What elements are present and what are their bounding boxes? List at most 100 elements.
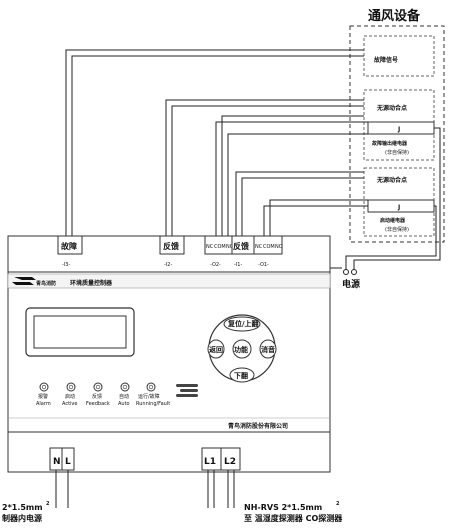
power-terminal-1: [343, 269, 349, 275]
wire-o2-com: [221, 115, 364, 236]
relay-2-symbol: J: [397, 204, 400, 211]
led-feedback-core: [95, 384, 101, 390]
terminal-o2-id: -O2-: [210, 262, 221, 268]
nav-down-label: 下翻: [234, 371, 248, 380]
logo-icon: [12, 277, 36, 285]
terminal-fault-label: 故障: [61, 241, 77, 251]
bottom-labels: 2*1.5mm 2 制器内电源 NH-RVS 2*1.5mm 2 至 温湿度探测…: [2, 501, 343, 523]
led-active-cn: 启动: [65, 393, 75, 400]
speaker-grille-icon: [176, 384, 198, 397]
led-active-core: [68, 384, 74, 390]
nav-back-button[interactable]: [207, 339, 225, 359]
terminal-n-label: N: [53, 457, 61, 467]
left-cable-spec: 2*1.5mm: [2, 503, 43, 512]
led-auto-en: Auto: [118, 401, 130, 407]
terminal-o1-id: -O1-: [258, 262, 269, 268]
fault-relay-label: 故障输出继电器: [372, 140, 408, 147]
passive-contact-2-label: 无源动合点: [376, 176, 407, 184]
left-cable-desc: 制器内电源: [2, 513, 42, 523]
wire-fault-2: [71, 55, 364, 236]
fault-signal-label: 故障信号: [374, 56, 398, 64]
terminal-o1-nc: NC: [255, 244, 263, 250]
controller-header-band: [7, 273, 331, 289]
right-cable-desc: 至 温湿度探测器 CO探测器: [244, 513, 343, 523]
nav-up-button[interactable]: [223, 316, 261, 332]
controller-body: 青鸟消防 环境质量控制器 复位/上翻 返回 功能 消音 下翻 报警 Alarm …: [7, 271, 331, 433]
power-label: 电源: [342, 278, 360, 290]
terminal-o2-no: NO: [226, 244, 234, 250]
start-relay-label: 启动继电器: [380, 217, 406, 224]
right-cable-spec: NH-RVS 2*1.5mm: [244, 503, 322, 512]
led-feedback-en: Feedback: [86, 401, 110, 407]
wiring-lines: [65, 49, 441, 272]
power-terminal-2: [351, 269, 357, 275]
wire-power-2: [345, 205, 437, 272]
wire-feedback-2: [171, 105, 364, 236]
controller-title: 环境质量控制器: [70, 279, 113, 287]
terminal-l2-label: L2: [224, 457, 236, 467]
led-alarm-en: Alarm: [36, 401, 51, 407]
terminal-o2-com: COM: [214, 244, 226, 250]
wire-i1-1: [235, 171, 364, 236]
wire-fault-1: [65, 49, 364, 236]
fault-signal-box: [363, 35, 435, 77]
lcd-screen: [33, 315, 127, 349]
wire-feedback-1: [165, 99, 364, 236]
terminal-feedback-label: 反馈: [163, 241, 179, 251]
led-feedback-cn: 反馈: [92, 393, 102, 400]
terminal-feedback: [159, 235, 185, 255]
ventilation-equipment: 通风设备 故障信号 无源动合点 J 故障输出继电器 (非自保持) 无源动合点 J…: [349, 8, 445, 243]
led-running-en: Running/Fault: [136, 401, 170, 407]
wire-o2-no: [227, 133, 368, 236]
led-alarm-cn: 报警: [38, 393, 48, 400]
left-cable-sup: 2: [46, 501, 50, 507]
terminal-block-bottom: N L L1 L2: [7, 431, 331, 473]
wire-o1-no: [269, 199, 368, 236]
terminal-fault-id: -I3-: [62, 262, 70, 268]
nav-mute-button[interactable]: [259, 339, 277, 359]
nav-func-label: 功能: [234, 345, 248, 354]
power-terminals: 电源: [342, 269, 360, 290]
led-running-core: [148, 384, 154, 390]
wire-o1-com: [263, 205, 368, 236]
wire-i1-2: [241, 177, 364, 236]
ventilation-title: 通风设备: [368, 8, 421, 24]
logo-text: 青鸟消防: [36, 280, 56, 287]
relay-1-symbol: J: [397, 126, 400, 133]
led-active-en: Active: [62, 401, 77, 407]
terminal-o1-no: NO: [275, 244, 283, 250]
non-latching-1-label: (非自保持): [385, 149, 409, 156]
bottom-wires: [55, 470, 235, 508]
passive-contact-1-label: 无源动合点: [376, 104, 407, 112]
nav-mute-label: 消音: [261, 345, 275, 354]
terminal-feedback-id: -I2-: [164, 262, 172, 268]
wire-o2-nc: [215, 121, 368, 236]
terminal-block-top: 故障 -I3- 反馈 -I2- NC COM NO -O2- 反馈 -I1- N…: [7, 235, 331, 273]
start-relay-box: [363, 167, 435, 237]
terminal-o2-nc: NC: [206, 244, 214, 250]
relay-1-symbol-box: [367, 121, 435, 135]
terminal-i1-id: -I1-: [234, 262, 242, 268]
nav-func-button[interactable]: [232, 339, 252, 359]
terminal-l-label: L: [65, 457, 71, 467]
led-auto-core: [122, 384, 128, 390]
nav-up-label: 复位/上翻: [227, 319, 259, 328]
non-latching-2-label: (非自保持): [385, 226, 409, 233]
nav-down-button[interactable]: [229, 367, 255, 383]
right-cable-sup: 2: [336, 501, 340, 507]
terminal-o1: [253, 235, 283, 255]
relay-2-symbol-box: [367, 199, 435, 213]
nav-back-label: 返回: [209, 345, 223, 354]
led-row: 报警 Alarm 启动 Active 反馈 Feedback 自动 Auto 运…: [36, 382, 170, 407]
terminal-l1-label: L1: [204, 457, 216, 467]
led-running-cn: 运行/故障: [138, 393, 160, 400]
led-auto-cn: 自动: [119, 393, 129, 400]
terminal-o1-com: COM: [263, 244, 275, 250]
terminal-i1-label: 反馈: [233, 241, 249, 251]
wire-power-1: [353, 127, 441, 272]
company-label: 青鸟消防股份有限公司: [228, 422, 288, 430]
terminal-fault: [57, 235, 83, 255]
led-alarm-core: [41, 384, 47, 390]
